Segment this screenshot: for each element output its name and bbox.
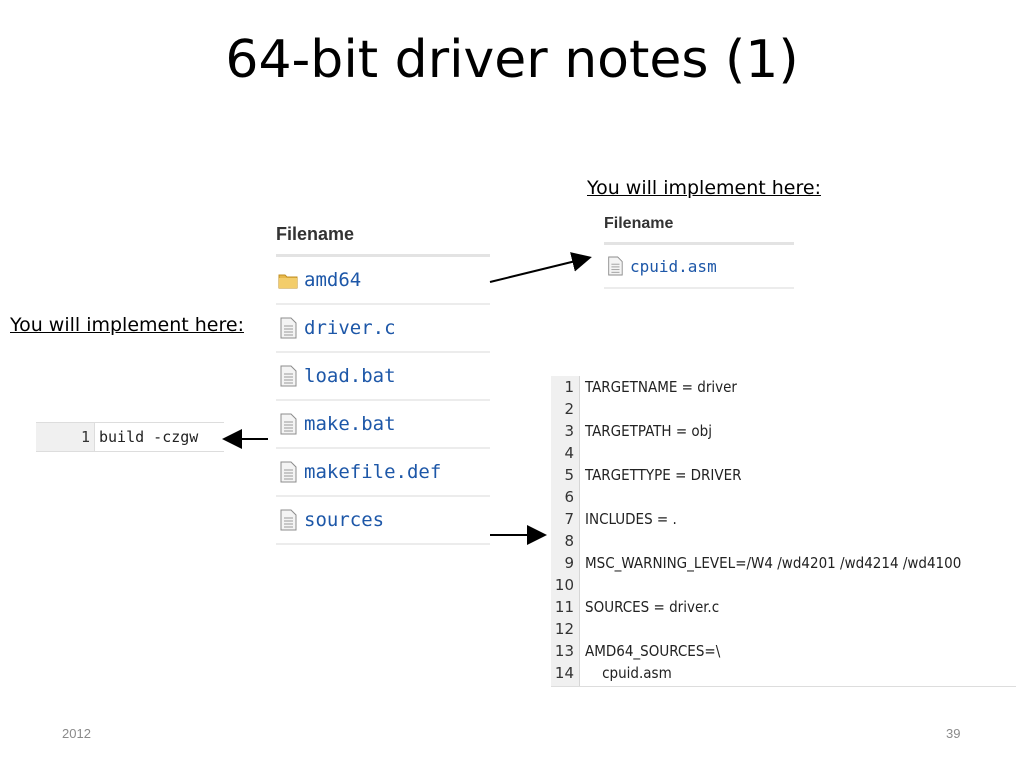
make-bat-contents: 1 build -czgw xyxy=(36,422,224,452)
code-line: TARGETTYPE = DRIVER xyxy=(585,466,742,484)
file-icon xyxy=(280,509,297,531)
file-row-make-bat[interactable]: make.bat xyxy=(276,401,490,449)
line-number: 7 xyxy=(564,510,574,528)
line-number: 12 xyxy=(554,620,574,638)
code-line: MSC_WARNING_LEVEL=/W4 /wd4201 /wd4214 /w… xyxy=(585,554,962,572)
filename-header: Filename xyxy=(604,206,794,245)
folder-icon xyxy=(278,274,298,289)
file-row-driver-c[interactable]: driver.c xyxy=(276,305,490,353)
file-row-load-bat[interactable]: load.bat xyxy=(276,353,490,401)
file-icon xyxy=(280,365,297,387)
file-list-amd64: Filename cpuid.asm xyxy=(604,206,794,289)
line-number: 2 xyxy=(564,400,574,418)
code-line: AMD64_SOURCES=\ xyxy=(585,642,721,660)
file-name: makefile.def xyxy=(304,461,442,483)
footer-year: 2012 xyxy=(62,726,91,741)
file-row-sources[interactable]: sources xyxy=(276,497,490,545)
code-lines: TARGETNAME = driver TARGETPATH = obj TAR… xyxy=(580,376,961,686)
file-row-amd64[interactable]: amd64 xyxy=(276,257,490,305)
line-number: 13 xyxy=(554,642,574,660)
sources-file-contents: 1 2 3 4 5 6 7 8 9 10 11 12 13 14 TARGETN… xyxy=(551,376,1016,687)
line-number: 1 xyxy=(564,378,574,396)
callout-implement-asm: You will implement here: xyxy=(587,177,821,199)
line-number: 8 xyxy=(564,532,574,550)
file-row-cpuid-asm[interactable]: cpuid.asm xyxy=(604,245,794,289)
file-name: make.bat xyxy=(304,413,396,435)
code-line: TARGETNAME = driver xyxy=(585,378,737,396)
file-name: driver.c xyxy=(304,317,396,339)
file-icon xyxy=(280,413,297,435)
code-line: TARGETPATH = obj xyxy=(585,422,712,440)
file-icon xyxy=(608,256,623,276)
code-line: INCLUDES = . xyxy=(585,510,677,528)
line-number: 9 xyxy=(564,554,574,572)
file-icon xyxy=(280,317,297,339)
line-number: 6 xyxy=(564,488,574,506)
page-number: 39 xyxy=(946,726,961,741)
file-name: cpuid.asm xyxy=(630,256,717,276)
file-name: load.bat xyxy=(304,365,396,387)
file-name: amd64 xyxy=(304,269,362,291)
code-line: cpuid.asm xyxy=(585,664,672,682)
file-icon xyxy=(280,461,297,483)
file-list-main: Filename amd64 driver.c load.bat make.ba… xyxy=(276,214,490,545)
line-number: 11 xyxy=(554,598,574,616)
line-number: 10 xyxy=(554,576,574,594)
slide-title: 64-bit driver notes (1) xyxy=(225,30,799,90)
filename-header: Filename xyxy=(276,214,490,257)
callout-implement-driver: You will implement here: xyxy=(10,314,244,336)
file-name: sources xyxy=(304,509,385,531)
line-number: 3 xyxy=(564,422,574,440)
code-line: build -czgw xyxy=(94,423,198,451)
code-line: SOURCES = driver.c xyxy=(585,598,720,616)
line-number: 4 xyxy=(564,444,574,462)
line-number: 5 xyxy=(564,466,574,484)
line-number: 1 xyxy=(36,423,94,451)
arrow-amd64-to-cpuid xyxy=(489,252,592,283)
line-number-gutter: 1 2 3 4 5 6 7 8 9 10 11 12 13 14 xyxy=(551,376,580,686)
file-row-makefile-def[interactable]: makefile.def xyxy=(276,449,490,497)
line-number: 14 xyxy=(554,664,574,682)
